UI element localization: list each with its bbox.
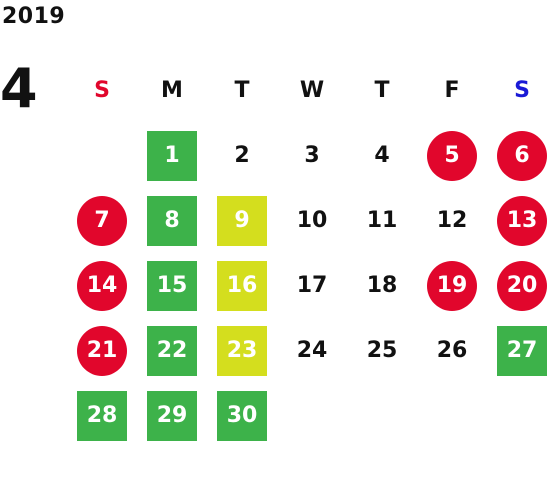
year-label: 2019 [2,4,66,29]
day-cell[interactable]: 3 [277,123,347,188]
day-number: 10 [296,208,328,233]
day-cell[interactable]: 26 [417,318,487,383]
day-cell[interactable]: 17 [277,253,347,318]
day-cell[interactable]: 15 [137,253,207,318]
day-cell[interactable]: 28 [67,383,137,448]
day-cell[interactable]: 9 [207,188,277,253]
day-cell[interactable]: 19 [417,253,487,318]
weekday-header: S [94,78,110,103]
day-cell[interactable]: 8 [137,188,207,253]
day-number: 5 [427,130,477,181]
day-number: 6 [497,130,547,181]
day-number: 9 [217,195,267,246]
day-cell[interactable]: 21 [67,318,137,383]
weekday-header: W [299,78,325,103]
weekday-header: T [234,78,250,103]
day-number: 20 [497,260,547,311]
day-number: 26 [436,338,468,363]
day-cell[interactable]: 2 [207,123,277,188]
day-number: 17 [296,273,328,298]
day-cell[interactable]: 13 [487,188,548,253]
day-number: 2 [234,143,250,168]
day-number: 19 [427,260,477,311]
day-cell[interactable]: 10 [277,188,347,253]
day-cell [487,383,548,448]
day-cell[interactable]: 24 [277,318,347,383]
day-cell [67,123,137,188]
day-cell[interactable]: 25 [347,318,417,383]
day-cell[interactable]: 1 [137,123,207,188]
day-number: 27 [497,325,547,376]
day-number: 8 [147,195,197,246]
day-cell[interactable]: 23 [207,318,277,383]
day-number: 7 [77,195,127,246]
day-number: 15 [147,260,197,311]
day-cell[interactable]: 22 [137,318,207,383]
day-cell [277,383,347,448]
day-cell[interactable]: 6 [487,123,548,188]
day-cell[interactable]: 4 [347,123,417,188]
day-cell[interactable]: 30 [207,383,277,448]
day-cell[interactable]: 7 [67,188,137,253]
weekday-header: F [444,78,460,103]
day-number: 16 [217,260,267,311]
day-cell[interactable]: 12 [417,188,487,253]
day-number: 4 [374,143,390,168]
day-cell[interactable]: 29 [137,383,207,448]
weekday-header: M [161,78,183,103]
day-cell[interactable]: 14 [67,253,137,318]
day-number: 13 [497,195,547,246]
day-number: 21 [77,325,127,376]
day-number: 30 [217,390,267,441]
day-cell [347,383,417,448]
day-cell[interactable]: 20 [487,253,548,318]
day-number: 11 [366,208,398,233]
day-number: 28 [77,390,127,441]
day-number: 1 [147,130,197,181]
day-number: 25 [366,338,398,363]
weekday-header: T [374,78,390,103]
day-cell[interactable]: 18 [347,253,417,318]
day-number: 22 [147,325,197,376]
day-cell[interactable]: 16 [207,253,277,318]
day-cell[interactable]: 27 [487,318,548,383]
day-number: 18 [366,273,398,298]
month-label: 4 [0,57,38,120]
day-cell[interactable]: 5 [417,123,487,188]
day-number: 23 [217,325,267,376]
weekday-header: S [514,78,530,103]
day-number: 12 [436,208,468,233]
day-cell [417,383,487,448]
day-number: 14 [77,260,127,311]
day-number: 29 [147,390,197,441]
day-cell[interactable]: 11 [347,188,417,253]
day-number: 24 [296,338,328,363]
day-number: 3 [304,143,320,168]
